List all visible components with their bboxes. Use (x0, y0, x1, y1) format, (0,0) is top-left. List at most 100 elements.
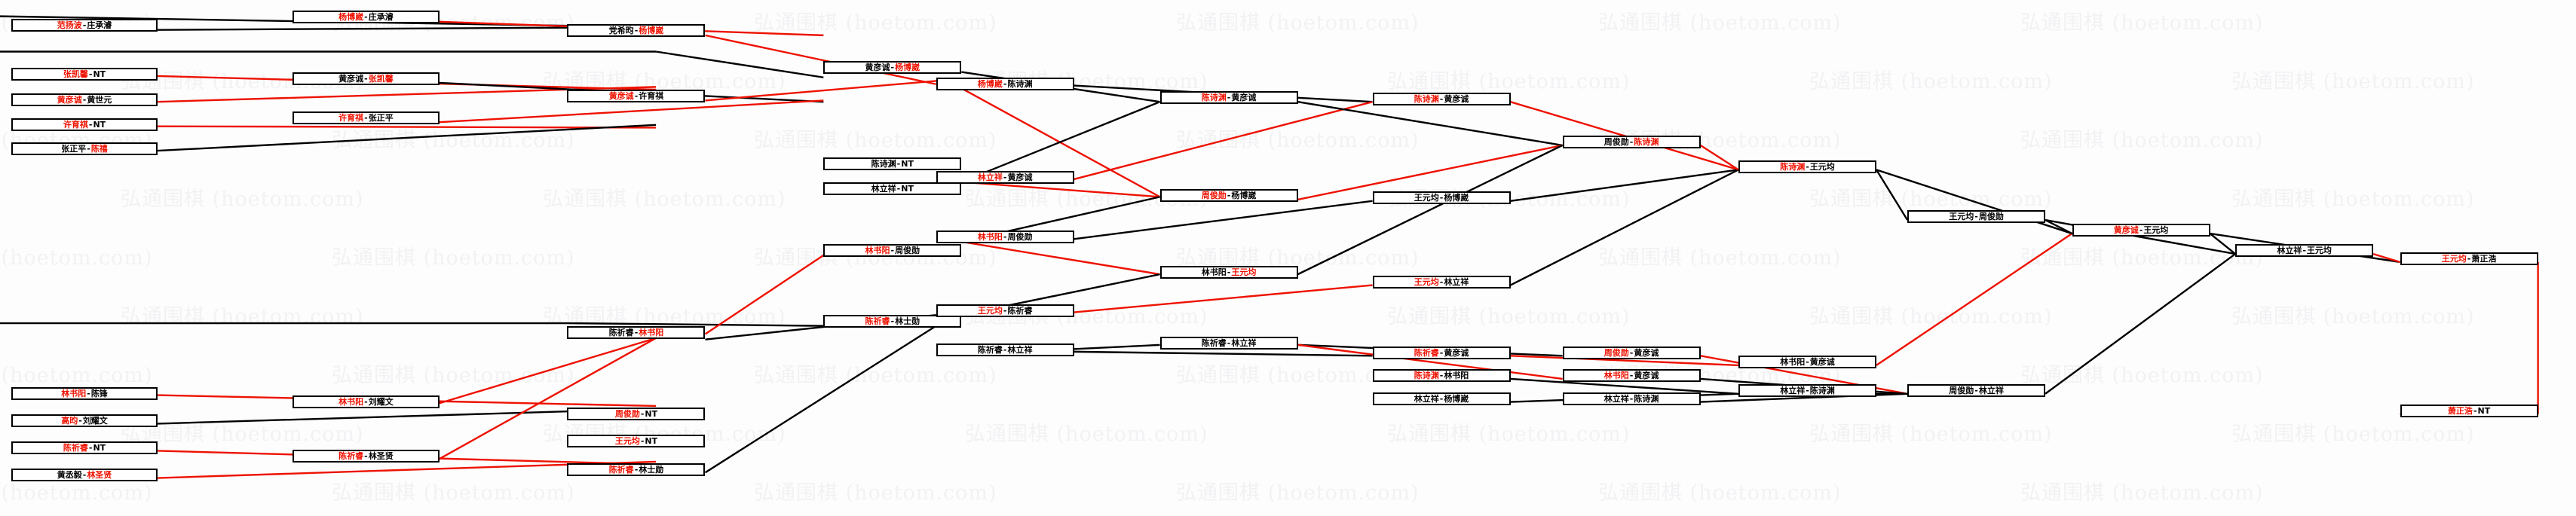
versus-separator: - (1629, 137, 1634, 148)
bracket-edge (1297, 144, 1563, 201)
player-left: 陈祈睿 (608, 464, 634, 475)
match-node[interactable]: 许育祺-张正平 (293, 111, 440, 124)
match-node[interactable]: 黄丞毅-林圣贤 (11, 468, 158, 481)
player-right: NT (645, 408, 658, 419)
player-left: 黄丞毅 (57, 469, 82, 480)
player-left: 张正平 (61, 144, 87, 154)
player-left: 黄彦诚 (338, 73, 364, 84)
player-left: 林书阳 (1780, 357, 1806, 368)
match-node[interactable]: 陈诗渊-林书阳 (1372, 369, 1511, 383)
match-node[interactable]: 高昀-刘耀文 (11, 414, 158, 427)
match-node[interactable]: 林立祥-王元均 (2235, 244, 2374, 258)
match-node[interactable]: 陈诗渊-黄彦诚 (1159, 90, 1298, 104)
player-left: 林书阳 (338, 396, 364, 407)
player-right: 林立祥 (1444, 276, 1469, 287)
bracket-edge (704, 325, 937, 474)
match-node[interactable]: 陈祈睿-黄彦诚 (1372, 346, 1511, 359)
match-node[interactable]: 林书阳-黄彦诚 (1738, 356, 1876, 369)
match-node[interactable]: 周俊勋-陈诗渊 (1562, 136, 1701, 149)
bracket-edge (1297, 101, 1563, 147)
match-node[interactable]: 王元均-萧正浩 (2400, 252, 2538, 266)
versus-separator: - (82, 20, 87, 31)
match-node[interactable]: 王元均-杨博崴 (1372, 191, 1511, 205)
versus-separator: - (1003, 345, 1007, 356)
match-node[interactable]: 陈祈睿-林士勋 (823, 315, 962, 328)
bracket-edge (1297, 343, 1563, 380)
match-node[interactable]: 林立祥-陈诗渊 (1562, 392, 1701, 405)
player-left: 周俊勋 (1603, 137, 1629, 148)
match-node[interactable]: 周俊勋-黄彦诚 (1562, 346, 1701, 359)
player-right: 王元均 (2306, 246, 2332, 256)
player-left: 陈诗渊 (1201, 92, 1227, 102)
match-node[interactable]: 林书阳-周俊勋 (936, 231, 1074, 244)
match-node[interactable]: 林书阳-周俊勋 (823, 244, 962, 258)
match-node[interactable]: 黄彦诚-杨博崴 (823, 61, 962, 75)
player-right: 许育祺 (639, 90, 664, 101)
player-right: 陈祈睿 (1007, 305, 1033, 316)
match-node[interactable]: 林立祥-杨博崴 (1372, 392, 1511, 405)
match-node[interactable]: 许育祺-NT (11, 118, 158, 131)
versus-separator: - (890, 63, 895, 73)
match-node[interactable]: 杨博崴-陈诗渊 (936, 77, 1074, 90)
match-node[interactable]: 陈诗渊-王元均 (1738, 160, 1876, 173)
player-left: 张凯馨 (63, 69, 88, 80)
match-node[interactable]: 张凯馨-NT (11, 68, 158, 81)
versus-separator: - (2467, 254, 2471, 264)
match-node[interactable]: 林书阳-黄彦诚 (1562, 369, 1701, 383)
versus-separator: - (88, 69, 93, 80)
match-node[interactable]: 陈祈睿-林士勋 (567, 463, 706, 476)
player-left: 黄彦诚 (608, 90, 634, 101)
player-right: 黄彦诚 (1231, 92, 1257, 102)
versus-separator: - (1806, 386, 1809, 396)
match-node[interactable]: 黄彦诚-黄世元 (11, 93, 158, 107)
player-left: 周俊勋 (1201, 190, 1227, 200)
match-node[interactable]: 王元均-陈祈睿 (936, 304, 1074, 317)
match-node[interactable]: 陈祈睿-林立祥 (1159, 337, 1298, 350)
match-node[interactable]: 党希昀-杨博崴 (567, 24, 706, 38)
match-node[interactable]: 林书阳-王元均 (1159, 266, 1298, 279)
match-node[interactable]: 陈祈睿-林立祥 (936, 343, 1074, 357)
bracket-edge (1876, 233, 2073, 366)
match-node[interactable]: 林书阳-陈锋 (11, 386, 158, 400)
match-node[interactable]: 王元均-林立祥 (1372, 275, 1511, 289)
match-node[interactable]: 张正平-陈禧 (11, 142, 158, 156)
player-right: 张凯馨 (368, 73, 394, 84)
match-node[interactable]: 周俊勋-杨博崴 (1159, 188, 1298, 202)
match-node[interactable]: 萧正浩-NT (2400, 405, 2538, 418)
player-left: 黄彦诚 (57, 95, 82, 105)
match-node[interactable]: 陈祈睿-NT (11, 441, 158, 454)
match-node[interactable]: 陈祈睿-林圣贤 (293, 449, 440, 463)
bracket-edge (2045, 253, 2236, 395)
match-node[interactable]: 林书阳-刘耀文 (293, 395, 440, 408)
versus-separator: - (1806, 161, 1809, 172)
bracket-edge (705, 34, 936, 85)
match-node[interactable]: 王元均-周俊勋 (1907, 210, 2046, 224)
bracket-edge (1074, 200, 1373, 240)
match-node[interactable]: 黄彦诚-王元均 (2072, 224, 2210, 237)
versus-separator: - (1227, 190, 1231, 200)
versus-separator: - (364, 396, 368, 407)
player-left: 杨博崴 (977, 78, 1003, 89)
match-node[interactable]: 陈诗渊-NT (823, 157, 962, 171)
match-node[interactable]: 王元均-NT (567, 434, 706, 447)
player-right: NT (901, 183, 914, 194)
match-node[interactable]: 周俊勋-NT (567, 407, 706, 420)
match-node[interactable]: 林立祥-NT (823, 182, 962, 195)
player-right: 陈禧 (90, 144, 108, 154)
match-node[interactable]: 林立祥-黄彦诚 (936, 171, 1074, 185)
player-right: 杨博崴 (639, 26, 664, 36)
bracket-edge (158, 124, 657, 152)
match-node[interactable]: 陈诗渊-黄彦诚 (1372, 92, 1511, 105)
match-node[interactable]: 杨博崴-庄承濬 (293, 11, 440, 24)
match-node[interactable]: 林立祥-陈诗渊 (1738, 384, 1876, 398)
player-left: 林书阳 (1603, 371, 1629, 381)
match-node[interactable]: 黄彦诚-许育祺 (567, 89, 706, 102)
player-left: 许育祺 (338, 112, 364, 123)
match-node[interactable]: 周俊勋-林立祥 (1907, 384, 2046, 398)
player-right: 黄彦诚 (1444, 347, 1469, 358)
match-node[interactable]: 范扬波-庄承濬 (11, 19, 158, 32)
match-node[interactable]: 黄彦诚-张凯馨 (293, 72, 440, 85)
versus-separator: - (364, 12, 368, 23)
match-node[interactable]: 陈祈睿-林书阳 (567, 325, 706, 339)
